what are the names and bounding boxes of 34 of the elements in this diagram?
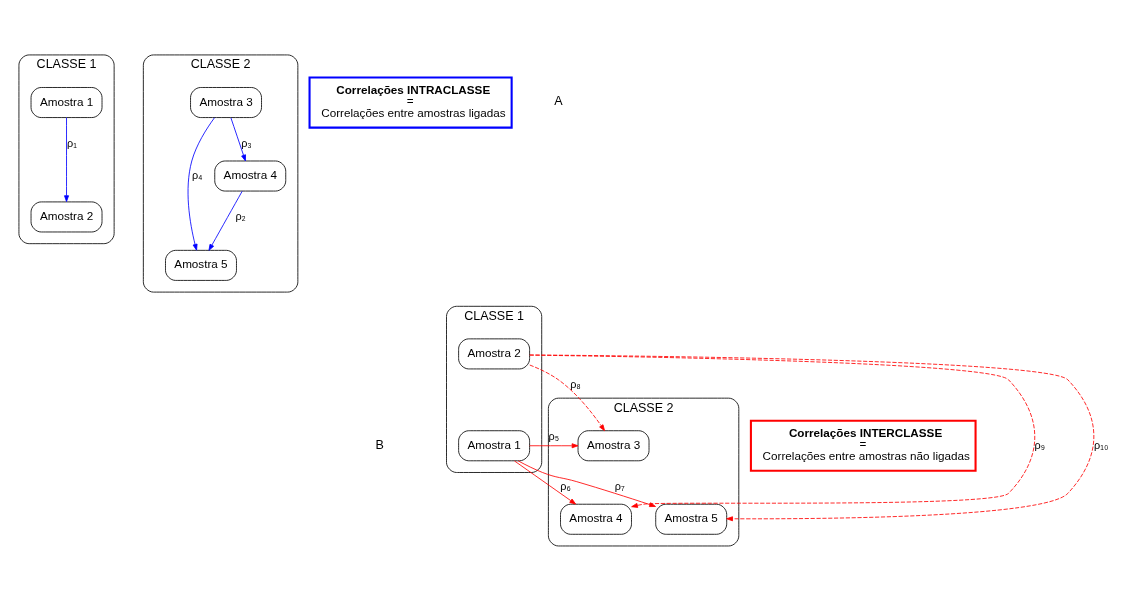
arrow — [208, 190, 243, 251]
node-box: Correlações INTRACLASSE = Correlações entre amostras ligadas — [308, 76, 513, 129]
arrow — [529, 443, 579, 449]
node-box: Amostra 3 — [577, 430, 650, 462]
edge-label: ρ₁ — [67, 137, 77, 150]
edge-label: ρ₃ — [241, 137, 252, 150]
edge-label: ρ₆ — [560, 480, 571, 493]
node-box: Amostra 5 — [165, 249, 237, 281]
edge-label: ρ₈ — [570, 378, 581, 391]
arrow — [529, 354, 1036, 508]
arrow — [529, 364, 605, 432]
node-box: Amostra 4 — [214, 160, 287, 192]
node-box: Amostra 1 — [30, 87, 103, 118]
node-box: Amostra 2 — [30, 201, 103, 233]
arrow — [514, 460, 577, 505]
node-box: Correlações INTERCLASSE = Correlações entre amostras não ligadas — [749, 419, 977, 472]
node-box: Amostra 4 — [560, 503, 632, 535]
edge-label: ρ₂ — [235, 209, 246, 222]
arrow — [187, 117, 215, 251]
node-box: Amostra 1 — [458, 430, 530, 462]
node-box: Amostra 5 — [655, 503, 728, 535]
edge-label: ρ₅ — [548, 430, 560, 443]
edge-label: ρ₉ — [1034, 438, 1046, 451]
node-box: Amostra 2 — [458, 338, 530, 370]
arrow — [529, 354, 1095, 522]
label: A — [554, 94, 563, 109]
edge-label: ρ₄ — [191, 168, 203, 181]
label: B — [375, 437, 384, 452]
arrow — [64, 117, 69, 202]
arrow — [230, 117, 246, 162]
arrow — [517, 460, 656, 507]
edge-label: ρ₇ — [614, 480, 625, 493]
node-box: Amostra 3 — [190, 87, 262, 118]
edge-label: ρ₁₀ — [1094, 438, 1109, 451]
